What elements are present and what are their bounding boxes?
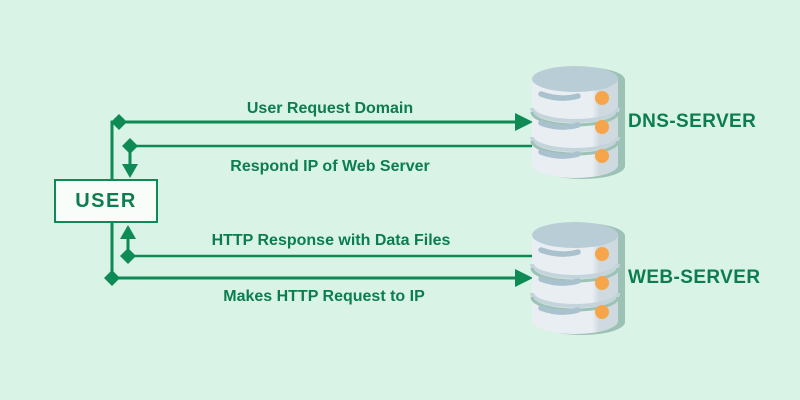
flow-arrow-user-request-domain (110, 113, 533, 179)
flow-arrow-http-response (120, 225, 540, 264)
diamond-connector-icon (111, 114, 127, 130)
flow-arrow-makes-http-request (104, 223, 533, 287)
arrowhead-down-icon (122, 164, 138, 178)
arrowhead-right-icon (515, 113, 533, 131)
web-server-icon (530, 222, 625, 335)
diamond-connector-icon (104, 270, 120, 286)
flow-label-makes-http-request: Makes HTTP Request to IP (223, 288, 425, 305)
flow-label-user-request-domain: User Request Domain (246, 100, 414, 117)
flow-arrow-respond-ip (122, 138, 540, 178)
arrowhead-up-icon (120, 225, 136, 239)
flow-label-http-response: HTTP Response with Data Files (211, 232, 451, 249)
diamond-connector-icon (120, 248, 136, 264)
diamond-connector-icon (122, 138, 138, 154)
arrowhead-right-icon (515, 269, 533, 287)
user-label: USER (75, 189, 137, 212)
user-box: USER (54, 179, 158, 223)
dns-server-label: DNS-SERVER (628, 111, 757, 132)
flow-label-respond-ip: Respond IP of Web Server (230, 158, 430, 175)
web-server-label: WEB-SERVER (628, 267, 761, 288)
dns-server-icon (530, 66, 625, 179)
